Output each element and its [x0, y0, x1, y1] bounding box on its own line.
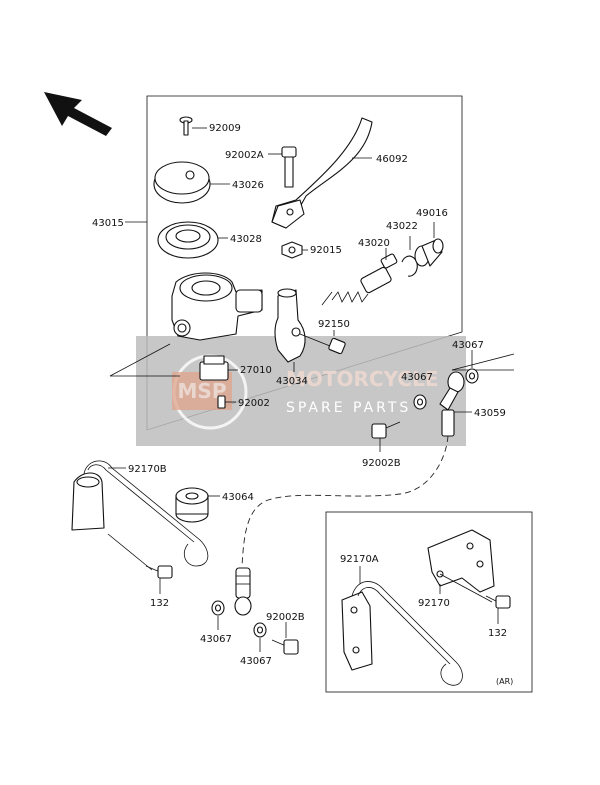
- washer-43067-lower-left: [211, 600, 225, 630]
- brake-hose: [241, 435, 449, 567]
- watermark-line2: SPARE PARTS: [286, 400, 411, 416]
- reservoir-cap-43026: [153, 161, 230, 204]
- assembly-frame: [146, 95, 463, 431]
- screw-92002: [217, 395, 236, 409]
- label-43067-lower-left: 43067: [200, 634, 232, 645]
- label-variant-ar: (AR): [496, 677, 513, 686]
- label-92170B: 92170B: [128, 464, 167, 475]
- bolt-132-right: [485, 595, 511, 624]
- master-cylinder-body: [171, 272, 263, 341]
- label-43020: 43020: [358, 238, 390, 249]
- plate-92170: [427, 529, 495, 603]
- label-92002B-lower: 92002B: [266, 612, 305, 623]
- label-43034: 43034: [276, 376, 308, 387]
- variant-inset-frame: [325, 511, 533, 693]
- nut-92015: [281, 241, 308, 259]
- banjo-bolt-92002B: [371, 421, 401, 452]
- label-92002B-top: 92002B: [362, 458, 401, 469]
- bracket-92170A: [341, 566, 463, 686]
- label-43028: 43028: [230, 234, 262, 245]
- dust-boot-49016: [414, 222, 444, 267]
- label-92170: 92170: [418, 598, 450, 609]
- bolt-92150: [299, 330, 346, 355]
- label-49016: 49016: [416, 208, 448, 219]
- label-46092: 46092: [376, 154, 408, 165]
- label-92009: 92009: [209, 123, 241, 134]
- label-43067-lower-right: 43067: [240, 656, 272, 667]
- grommet-43064: [175, 487, 220, 523]
- label-27010: 27010: [240, 365, 272, 376]
- bracket-92170B: [71, 460, 209, 571]
- brake-switch-27010: [199, 355, 238, 381]
- brake-lever-46092: [271, 117, 373, 229]
- label-92002: 92002: [238, 398, 270, 409]
- watermark-line1: MOTORCYCLE: [286, 367, 438, 391]
- arrow-icon: [44, 92, 112, 136]
- label-43064: 43064: [222, 492, 254, 503]
- washer-43067-top: [465, 350, 479, 384]
- washer-43067-lower-right: [253, 622, 267, 652]
- label-43067-mid: 43067: [401, 372, 433, 383]
- screw-92009: [179, 116, 207, 136]
- label-43022: 43022: [386, 221, 418, 232]
- banjo-bolt-92002B-lower: [271, 622, 299, 655]
- label-92170A: 92170A: [340, 554, 379, 565]
- label-92002A: 92002A: [225, 150, 264, 161]
- label-43059: 43059: [474, 408, 506, 419]
- bolt-132-left: [145, 565, 173, 594]
- label-132-right: 132: [488, 628, 507, 639]
- washer-43067-mid: [413, 394, 427, 410]
- clamp-43034: [274, 288, 306, 372]
- label-132-left: 132: [150, 598, 169, 609]
- label-92150: 92150: [318, 319, 350, 330]
- label-92015: 92015: [310, 245, 342, 256]
- hose-end-fitting: [234, 567, 252, 616]
- bolt-92002A: [268, 146, 297, 188]
- label-43015: 43015: [92, 218, 124, 229]
- label-43067-top: 43067: [452, 340, 484, 351]
- diaphragm-43028: [157, 221, 228, 259]
- banjo-fitting-43059: [439, 371, 472, 437]
- piston-43020: [331, 248, 398, 303]
- label-43026: 43026: [232, 180, 264, 191]
